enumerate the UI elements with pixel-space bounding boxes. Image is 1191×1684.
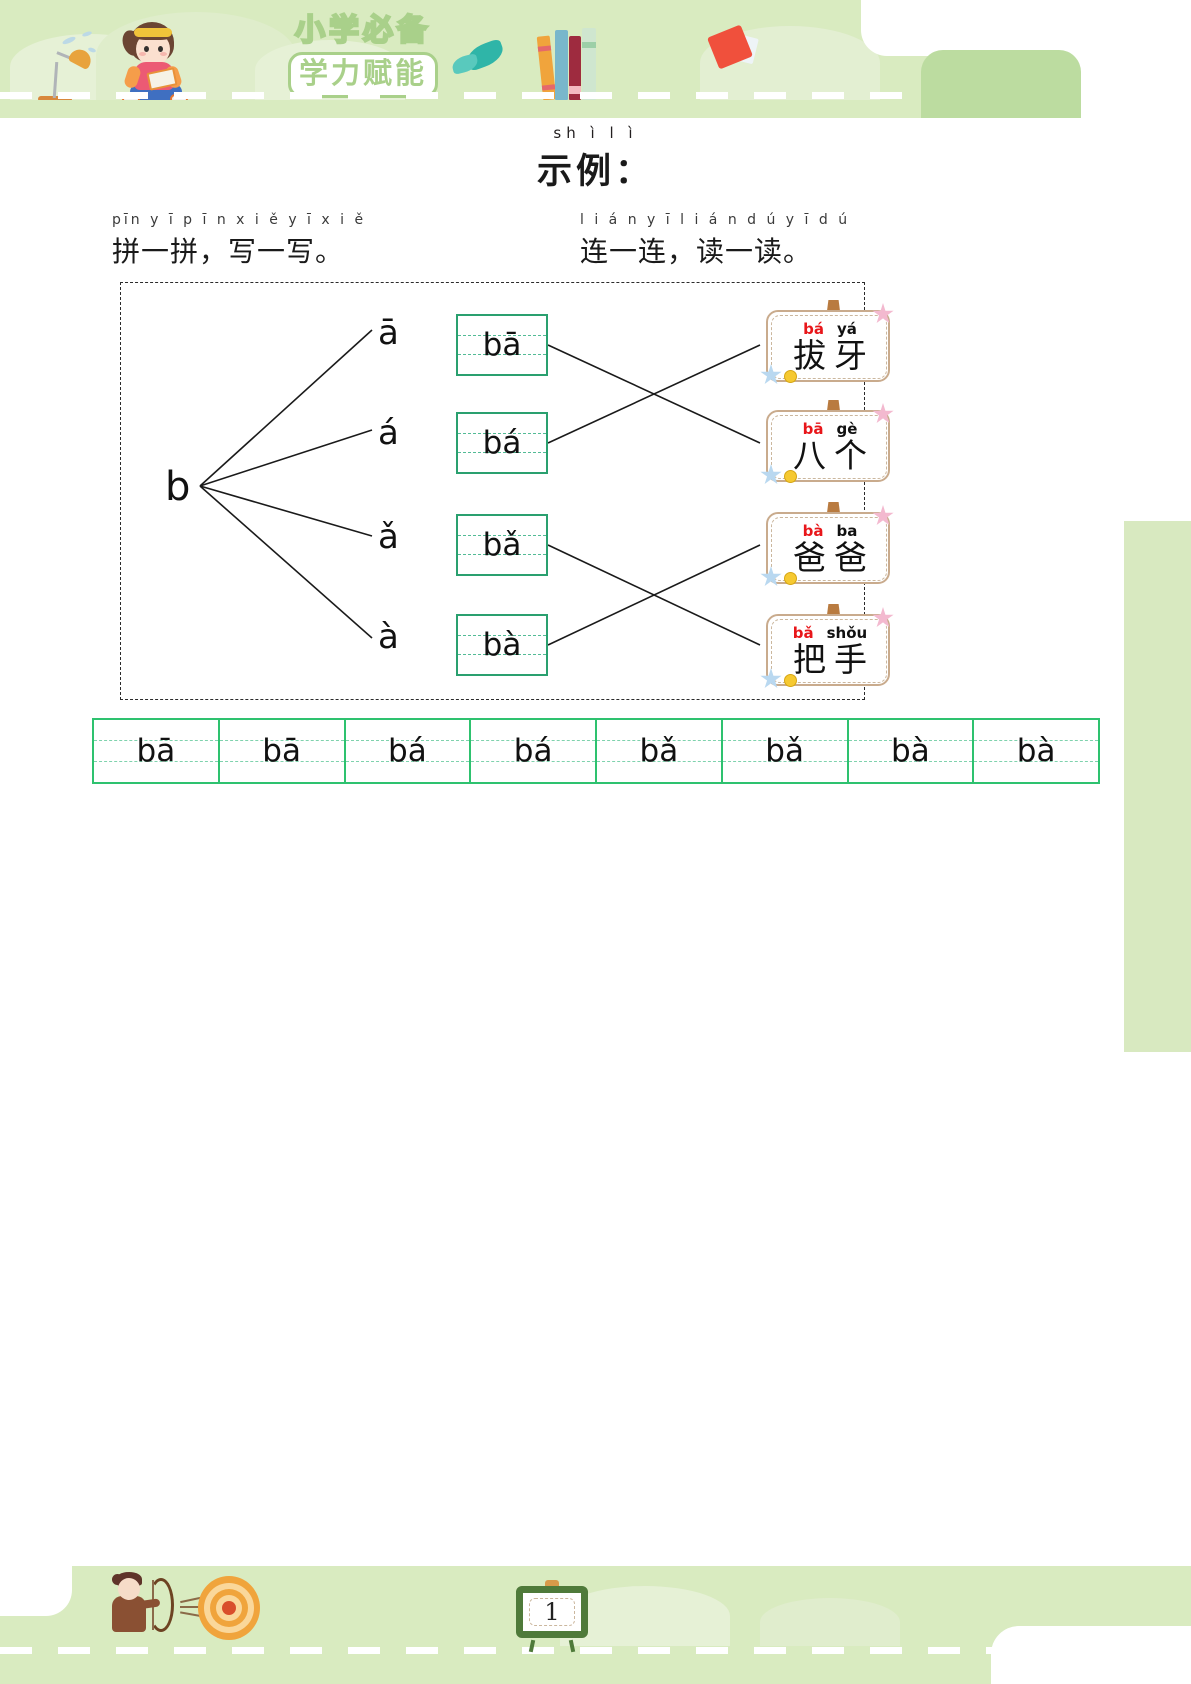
heading-right: l i á n y ī l i á n d ú y ī d ú 连一连，读一读。 [580,212,850,270]
practice-cell[interactable]: bà [848,720,975,782]
hill-decoration [760,1598,900,1646]
card-4-pinyin-2: shǒu [826,624,868,642]
teal-leaf-icon [450,38,507,78]
section-headings: pīn y ī p ī n x i ě y ī x i ě 拼一拼，写一写。 l… [0,212,1191,270]
tone-mark-2: á [378,413,399,453]
practice-cell-text: bǎ [765,733,804,769]
syllable-box-4[interactable]: bà [456,614,548,676]
card-3-pinyin-1: bà [802,522,824,540]
card-3-hanzi-2: 爸 [834,538,867,577]
heading-left-pinyin: pīn y ī p ī n x i ě y ī x i ě [112,212,367,228]
badge-top-text: 小学必备 [294,13,431,49]
practice-cell-text: bā [262,733,301,769]
practice-cell-text: bà [1016,733,1056,769]
word-card-3[interactable]: bà ba 爸 爸 [760,502,894,587]
archer-icon [96,1572,180,1644]
title-pinyin: sh ì l ì [553,124,638,142]
brand-badge: 小学必备 学力赋能 [288,13,438,98]
card-1-pinyin-2: yá [836,320,857,338]
target-icon [180,1574,262,1642]
desk-lamp-icon [34,42,95,104]
syllable-box-2[interactable]: bá [456,412,548,474]
easel-clip-icon [545,1580,559,1591]
yellow-dot-icon [784,470,797,483]
card-4-hanzi-1: 把 [793,640,826,679]
practice-cell-text: bá [388,733,427,769]
heading-left-text: 拼一拼，写一写。 [112,235,345,268]
page-number: 1 [544,1598,560,1626]
title-hanzi: 示例： [536,152,654,192]
initial-letter-b: b [165,464,191,510]
card-2-pinyin-1: bā [802,420,824,438]
card-4-pinyin-1: bǎ [792,624,814,642]
word-card-4[interactable]: bǎ shǒu 把 手 [760,604,894,689]
header-green-tab [921,50,1081,118]
footer-white-cutout [0,1566,72,1616]
card-1-pinyin-1: bá [803,320,824,338]
heading-right-text: 连一连，读一读。 [580,235,813,268]
header-band: 小学必备 学力赋能 [0,0,1191,118]
hill-decoration [560,1586,730,1646]
yellow-dot-icon [784,572,797,585]
practice-cell-text: bà [891,733,930,769]
card-2-hanzi-1: 八 [793,436,826,475]
word-card-1[interactable]: bá yá 拔 牙 [760,300,894,385]
practice-cell[interactable]: bā [219,720,346,782]
practice-cell[interactable]: bá [345,720,472,782]
header-white-cutout [861,0,1191,56]
exercise-dashed-frame [120,282,865,700]
card-3-hanzi-1: 爸 [793,538,826,577]
practice-cell[interactable]: bǎ [722,720,849,782]
practice-row: bā bā bá bá bǎ bǎ bà bà [92,718,1100,784]
syllable-box-1-text: bā [482,327,522,363]
syllable-box-3-text: bǎ [482,527,522,563]
flying-book-icon [706,24,766,74]
practice-cell[interactable]: bǎ [597,720,723,782]
practice-cell[interactable]: bà [974,720,1098,782]
card-2-hanzi-2: 个 [834,436,867,475]
card-4-hanzi-2: 手 [834,640,867,679]
practice-cell[interactable]: bá [471,720,597,782]
practice-cell-text: bā [136,733,176,769]
page-number-easel: 1 [516,1580,588,1653]
card-3-pinyin-2: ba [836,522,858,540]
side-green-bar [1124,521,1191,1052]
syllable-box-4-text: bà [482,627,522,663]
practice-cell-text: bá [513,733,553,769]
footer-white-cutout [991,1626,1191,1684]
yellow-dot-icon [784,674,797,687]
header-bottom [0,100,1191,118]
practice-cell[interactable]: bā [94,720,220,782]
badge-box-text: 学力赋能 [298,58,427,90]
syllable-box-1[interactable]: bā [456,314,548,376]
yellow-dot-icon [784,370,797,383]
road-dash-line [0,1647,1191,1654]
tone-mark-4: à [378,617,399,657]
page-title: sh ì l ì 示例： [0,124,1191,194]
word-card-2[interactable]: bā gè 八 个 [760,400,894,485]
card-1-hanzi-1: 拔 [793,336,826,375]
syllable-box-3[interactable]: bǎ [456,514,548,576]
book-stack-icon [536,28,606,101]
card-2-pinyin-2: gè [836,420,858,438]
syllable-box-2-text: bá [482,425,522,461]
road-dash-line [0,92,1191,99]
heading-right-pinyin: l i á n y ī l i á n d ú y ī d ú [580,212,851,228]
tone-mark-3: ǎ [378,517,399,557]
card-1-hanzi-2: 牙 [834,336,867,375]
tone-mark-1: ā [378,313,399,353]
footer-band: 1 [0,1556,1191,1684]
practice-cell-text: bǎ [639,733,679,769]
heading-left: pīn y ī p ī n x i ě y ī x i ě 拼一拼，写一写。 [112,212,366,270]
